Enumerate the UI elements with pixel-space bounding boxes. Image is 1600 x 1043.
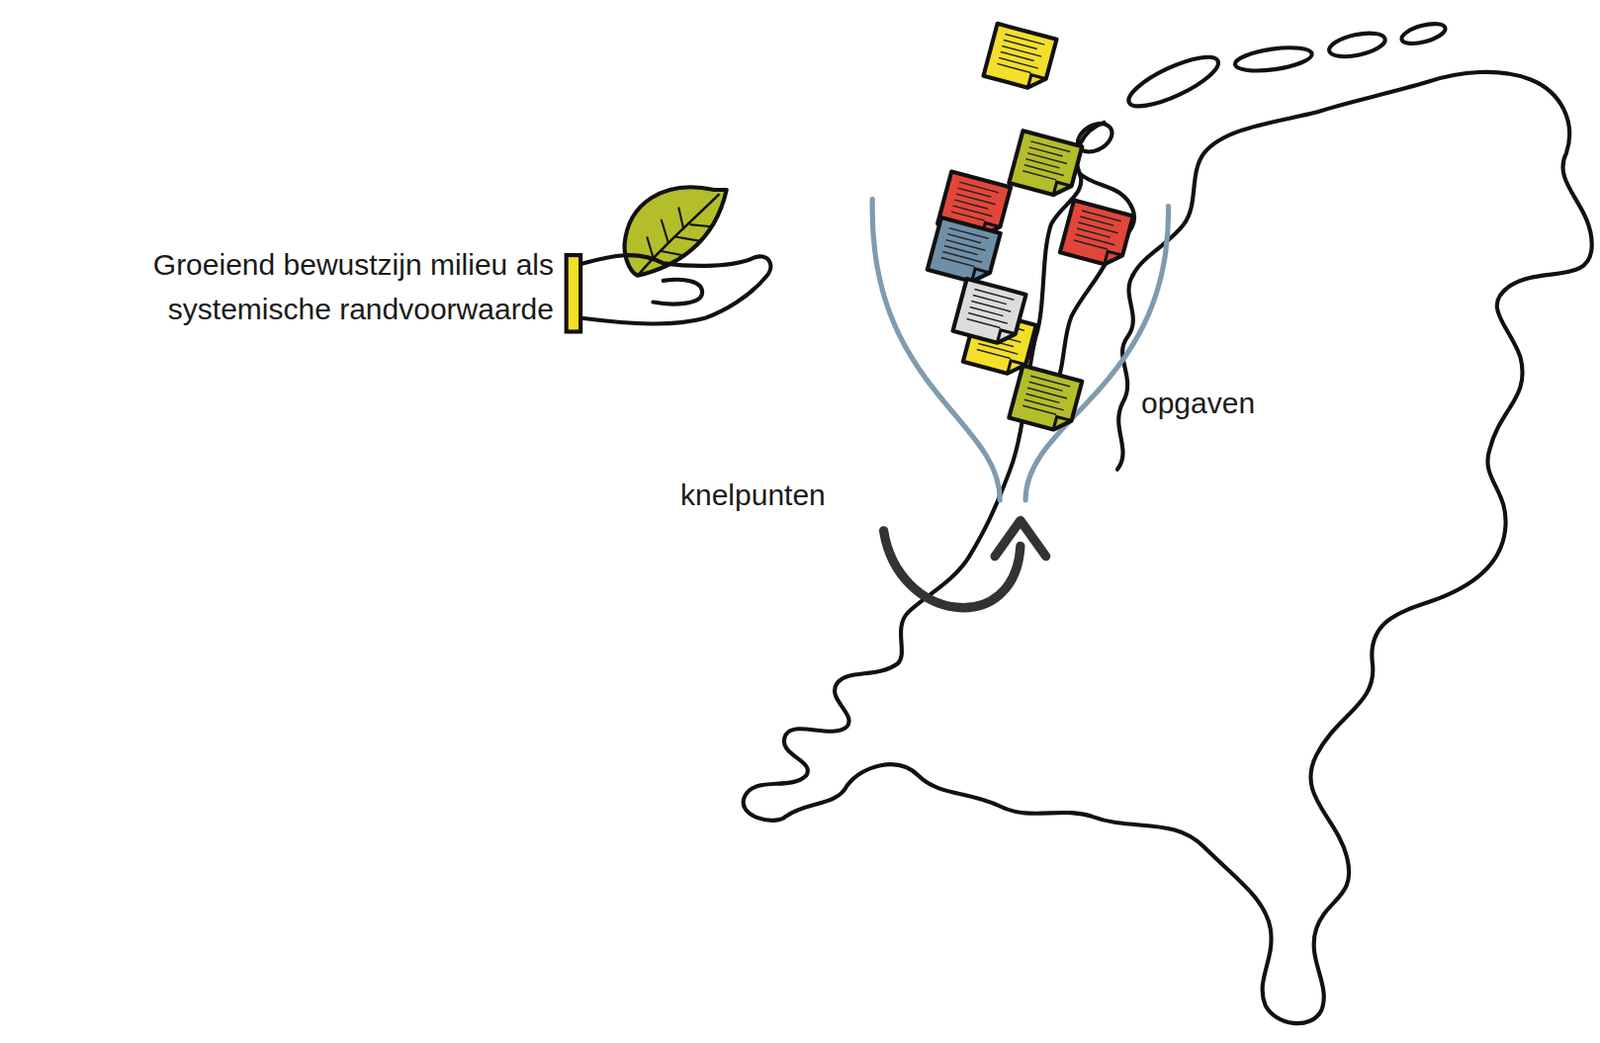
- document-icon: [1008, 130, 1082, 199]
- netherlands-outline: [743, 19, 1593, 1024]
- map-label: opgaven: [1137, 380, 1259, 426]
- document-icon: [1060, 199, 1134, 268]
- cycle-arrow: [884, 520, 1047, 608]
- document-icon: [983, 23, 1058, 92]
- hand-leaf-icon: [566, 186, 772, 332]
- document-icon: [953, 278, 1027, 348]
- funnel: [872, 198, 1168, 501]
- document-icon: [1008, 365, 1082, 435]
- document-icon: [927, 217, 1001, 286]
- map-label: knelpunten: [676, 472, 830, 518]
- icon-caption: Groeiend bewustzijn milieu als systemisc…: [4, 242, 554, 332]
- documents: [927, 23, 1134, 435]
